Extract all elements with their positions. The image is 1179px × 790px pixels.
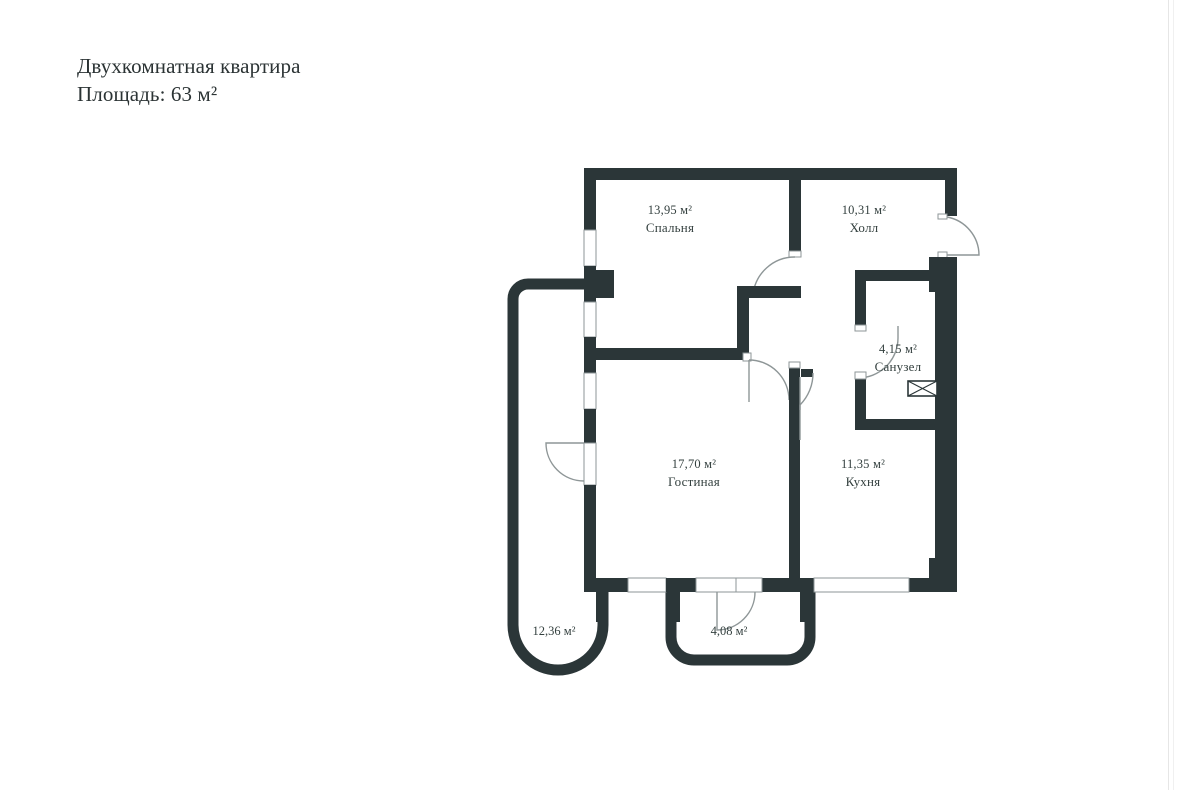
wall-corridor-vertical [789,366,800,380]
balcony-left-outline [507,278,609,676]
door-jamb-spalnya-top [788,250,802,258]
wall-spalnya-south-left [596,348,749,360]
wall-left-seg-2 [584,266,596,302]
wall-top [584,168,957,180]
page-edge-divider [1168,0,1169,790]
page-edge-divider-2 [1173,0,1174,790]
balcony-area-left: 12,36 м² [532,624,576,638]
plan-header: Двухкомнатная квартира Площадь: 63 м² [77,52,577,108]
wall-spalnya-holl [789,168,801,251]
room-label-gostinaya: 17,70 м² Гостиная [624,456,764,490]
room-label-holl: 10,31 м² Холл [794,202,934,236]
window-left-1 [583,229,597,267]
balcony-right-outline [665,580,816,666]
room-label-sanuzel: 4,15 м² Санузел [838,341,958,375]
balcony-partition-stub-1 [596,592,605,622]
wall-spalnya-south-right [737,286,801,298]
room-name-gostinaya: Гостиная [668,474,720,489]
room-label-spalnya: 13,95 м² Спальня [600,202,740,236]
balcony-partition-stub-2 [671,592,680,622]
balcony-left-door-swing [545,442,585,482]
plan-title: Двухкомнатная квартира [77,54,301,78]
wall-left-seg-4 [584,409,596,443]
wall-bottom-left-pier-a [596,578,628,592]
room-name-spalnya: Спальня [645,220,695,235]
door-jamb-sanuzel-top [854,324,867,332]
room-name-kuhnya: Кухня [845,474,881,489]
entrance-door-jamb-top [937,213,948,220]
door-swing-gostinaya [748,359,790,401]
window-gostinaya-bottom-a [627,577,667,593]
wall-sanuzel-west-lower [855,378,866,430]
window-kitchen-bottom [813,577,910,593]
wall-spalnya-corner-vertical [737,286,749,348]
window-gostinaya-bottom-b [695,577,737,593]
wall-right-upper [945,168,957,216]
wall-sanuzel-north [855,270,937,281]
balcony-partition-stub-3 [800,592,810,622]
ventilation-shaft-icon [907,380,938,397]
wall-left-pier-inward [596,270,614,298]
wall-right-jog-bottom [929,558,937,592]
wall-bottom-left-pier-b [666,578,696,592]
room-area-sanuzel: 4,15 м² [878,342,918,356]
room-label-kuhnya: 11,35 м² Кухня [793,456,933,490]
window-left-3 [583,372,597,410]
door-swing-corridor-sanuzel [799,372,814,440]
room-name-holl: Холл [849,220,879,235]
room-name-sanuzel: Санузел [874,359,922,374]
wall-left-seg-1 [584,168,596,230]
wall-sanuzel-west-upper [855,270,866,325]
room-area-spalnya: 13,95 м² [647,203,693,217]
entrance-door-swing [946,216,980,256]
plan-area-text: Площадь: 63 м² [77,82,218,106]
wall-left-seg-5 [584,485,596,578]
balcony-area-right: 4,08 м² [710,624,748,638]
room-area-gostinaya: 17,70 м² [671,457,717,471]
wall-left-seg-3 [584,337,596,373]
wall-sanuzel-south [855,419,937,430]
door-jamb-corridor-sanuzel [801,369,813,377]
door-jamb-corridor-top [788,361,801,369]
window-left-2 [583,301,597,338]
door-jamb-sanuzel-bottom [854,371,867,380]
room-area-holl: 10,31 м² [841,203,887,217]
wall-bottom-left [584,578,596,592]
door-jamb-spalnya-lower [742,352,752,362]
wall-right-main [935,257,957,592]
room-area-kuhnya: 11,35 м² [840,457,886,471]
balcony-left-door-opening [583,442,597,486]
wall-bottom-pier-mid [762,578,812,592]
balcony-right-door-swing [716,591,756,631]
wall-gostinaya-kuhnya [789,380,800,580]
